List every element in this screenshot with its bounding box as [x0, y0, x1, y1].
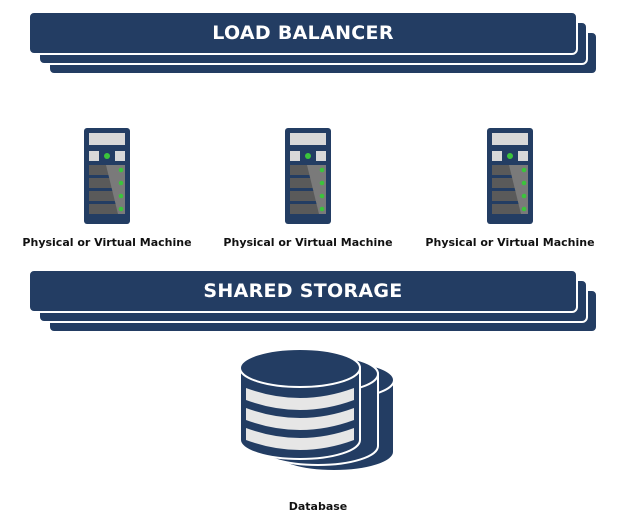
machine-label: Physical or Virtual Machine [425, 236, 595, 249]
machine-label: Physical or Virtual Machine [22, 236, 192, 249]
load-balancer-banner: LOAD BALANCER [28, 11, 600, 81]
shared-storage-banner: SHARED STORAGE [28, 269, 600, 339]
database-label: Database [288, 500, 348, 513]
server-icon [84, 128, 130, 224]
machine-2: Physical or Virtual Machine [218, 128, 398, 249]
machine-label: Physical or Virtual Machine [223, 236, 393, 249]
machine-3: Physical or Virtual Machine [420, 128, 600, 249]
machine-1: Physical or Virtual Machine [17, 128, 197, 249]
shared-storage-layer-front: SHARED STORAGE [28, 269, 578, 313]
server-icon [487, 128, 533, 224]
database-disk-front [239, 348, 361, 460]
shared-storage-title: SHARED STORAGE [203, 280, 403, 302]
load-balancer-title: LOAD BALANCER [212, 22, 394, 44]
database-icon [239, 348, 395, 472]
load-balancer-layer-front: LOAD BALANCER [28, 11, 578, 55]
server-icon [285, 128, 331, 224]
